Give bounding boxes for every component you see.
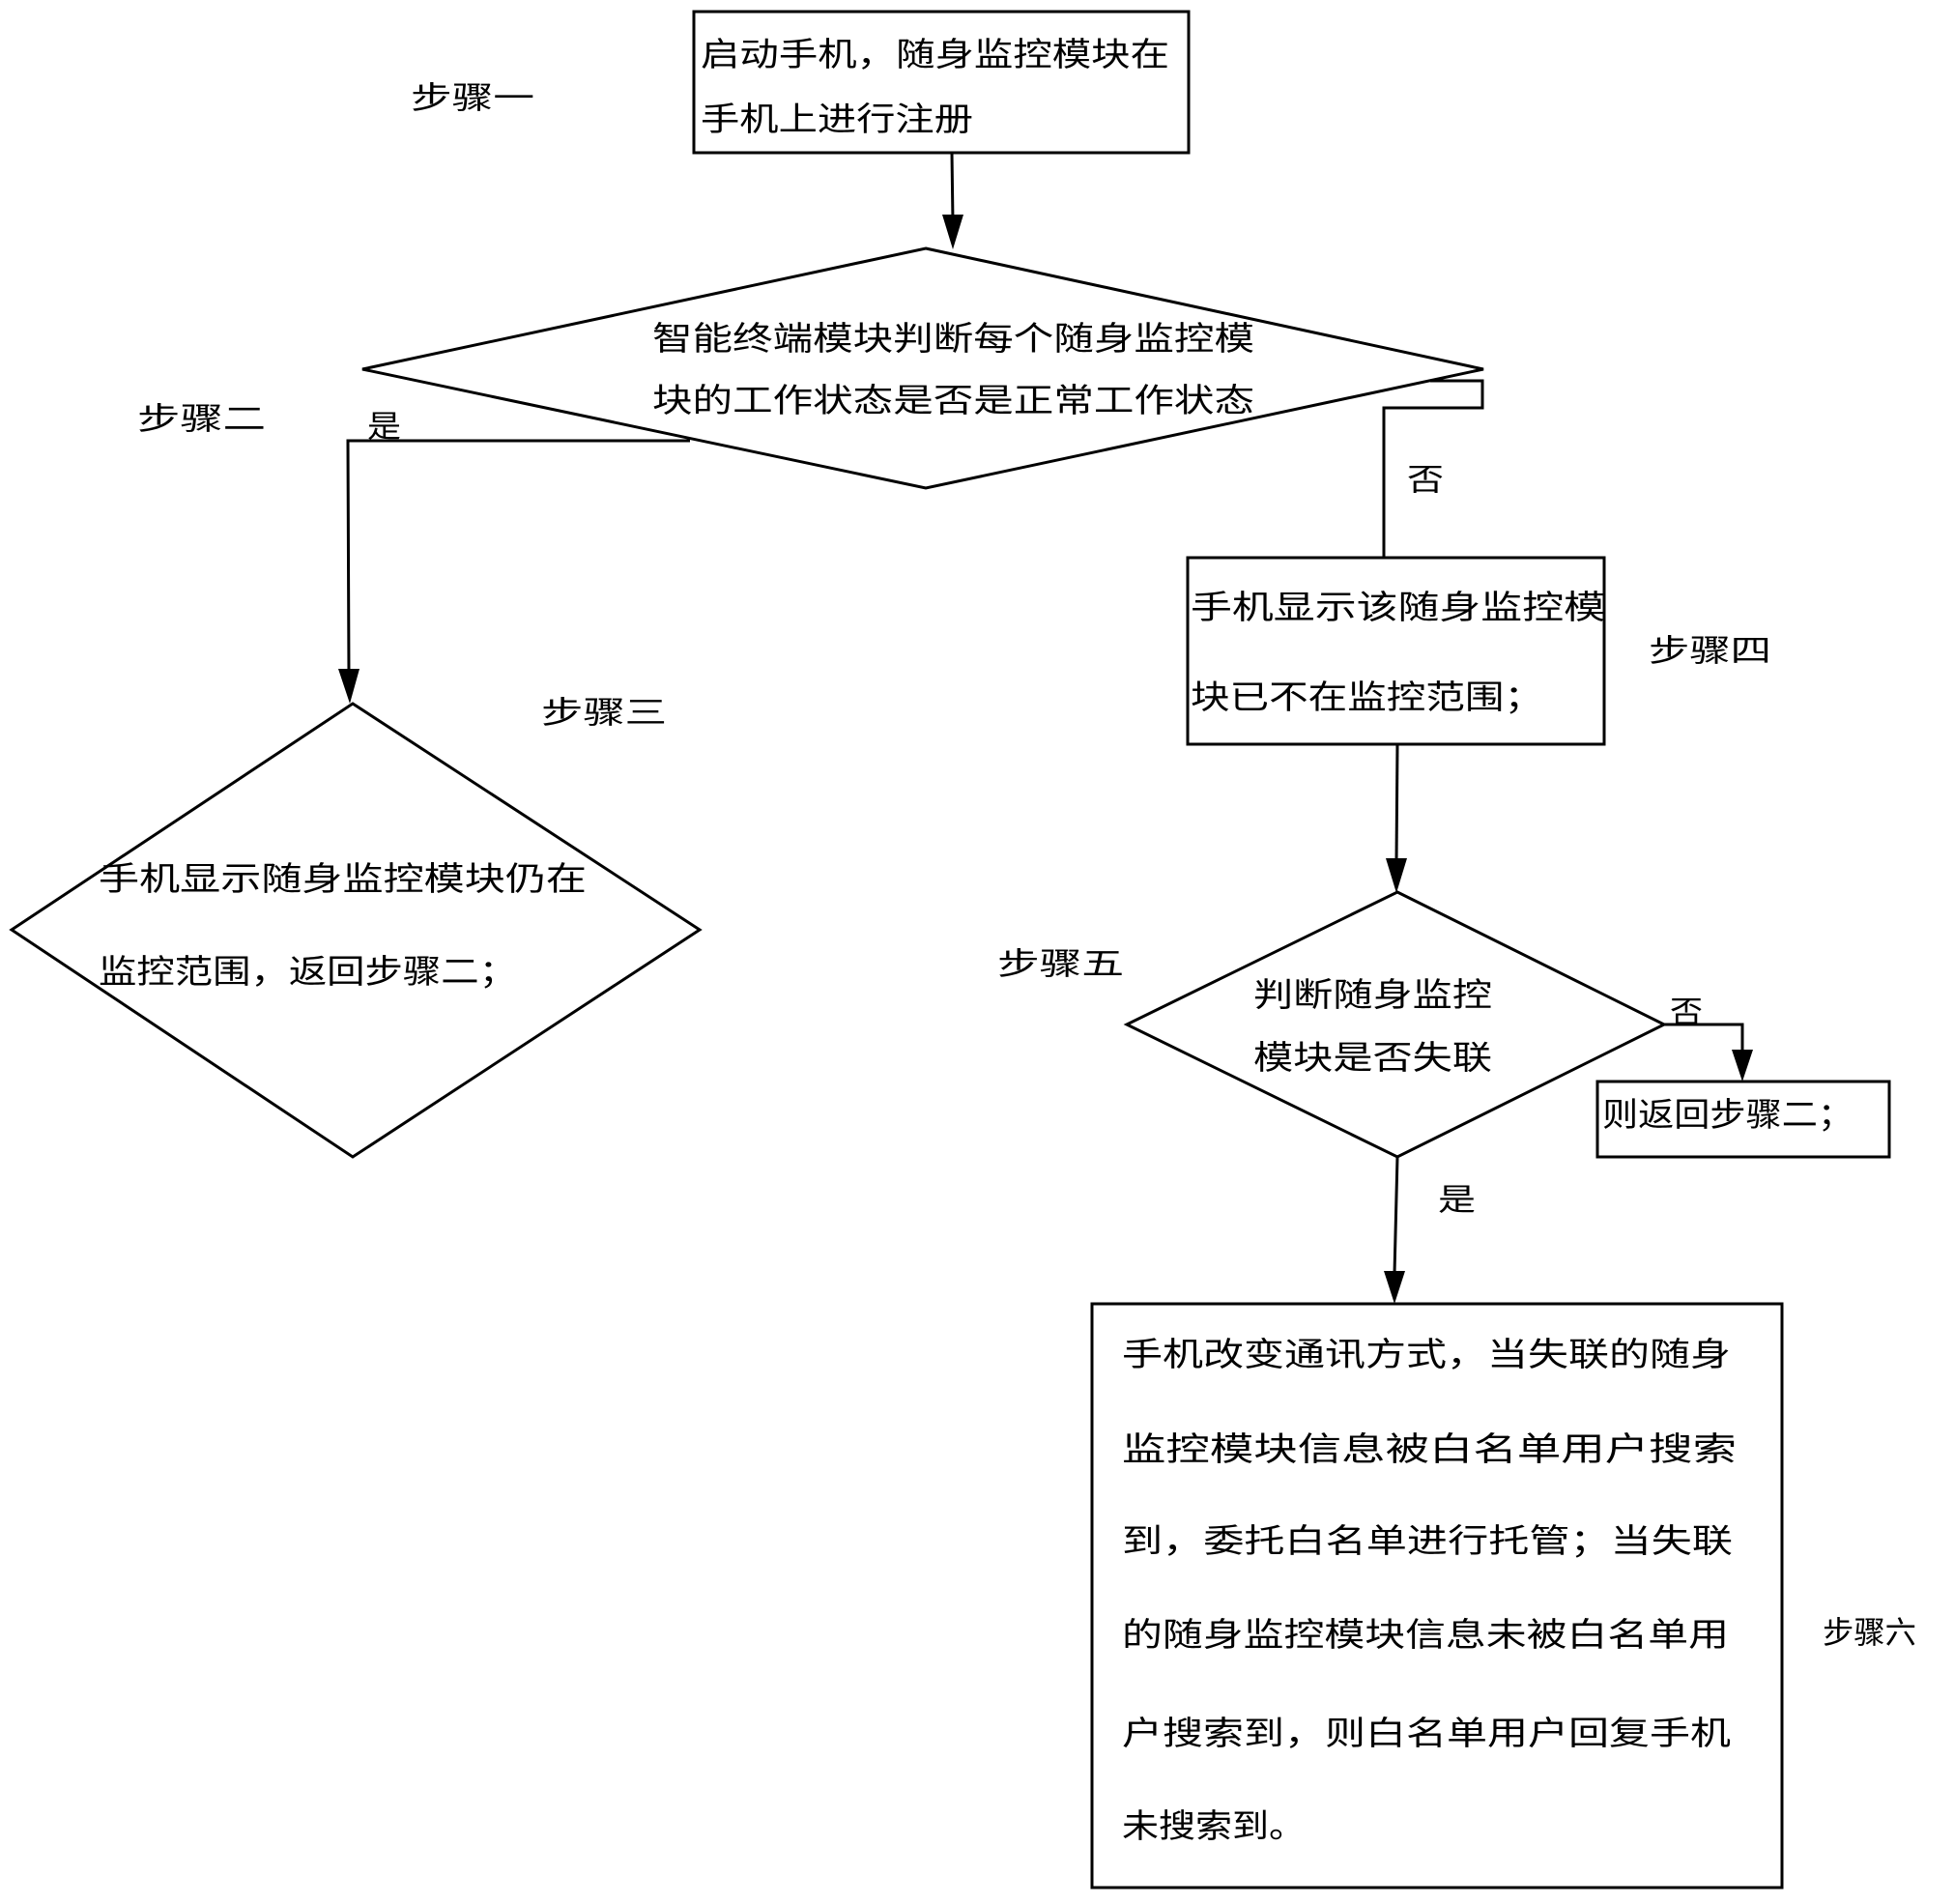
connector-lost-no: 否: [1664, 994, 1753, 1082]
decision-status-line-1: 智能终端模块判断每个随身监控模: [652, 320, 1254, 359]
out-of-range-line-2: 块已不在监控范围；: [1191, 678, 1543, 717]
step-label-1: 步骤一: [411, 79, 534, 116]
decision-status-border: [361, 246, 1484, 490]
arrow-head: [338, 669, 359, 704]
branch-label-status-yes: 是: [367, 408, 401, 445]
step-label-6: 步骤六: [1823, 1614, 1916, 1651]
start-box-line-2: 手机上进行注册: [701, 101, 973, 139]
out-of-range-line-1: 手机显示该随身监控模: [1191, 589, 1605, 627]
return-box: 则返回步骤二；: [1595, 1080, 1891, 1159]
connector-start-to-status: [942, 152, 963, 249]
step-label-2: 步骤二: [137, 400, 266, 437]
start-box: 启动手机，随身监控模块在 手机上进行注册: [692, 10, 1191, 155]
connector-status-no: 否: [1382, 379, 1484, 558]
whitelist-line-4: 的随身监控模块信息未被白名单用: [1122, 1616, 1729, 1655]
step-label-5: 步骤五: [997, 945, 1124, 982]
start-box-border: [692, 10, 1191, 155]
branch-label-lost-no: 否: [1670, 994, 1703, 1030]
decision-status-diamond: 智能终端模块判断每个随身监控模 块的工作状态是否是正常工作状态: [361, 246, 1484, 490]
whitelist-box-border: [1090, 1302, 1784, 1890]
return-box-border: [1595, 1080, 1891, 1159]
whitelist-line-1: 手机改变通讯方式，当失联的随身: [1122, 1336, 1731, 1374]
whitelist-line-3: 到，委托白名单进行托管；当失联: [1122, 1522, 1733, 1561]
in-range-line-1: 手机显示随身监控模块仍在: [99, 860, 587, 899]
whitelist-line-6: 未搜索到。: [1122, 1807, 1306, 1846]
out-of-range-box: 手机显示该随身监控模 块已不在监控范围；: [1186, 556, 1606, 746]
step-label-4: 步骤四: [1649, 632, 1771, 669]
start-box-line-1: 启动手机，随身监控模块在: [701, 36, 1169, 74]
out-of-range-border: [1186, 556, 1606, 746]
decision-lost-line-1: 判断随身监控: [1253, 976, 1492, 1015]
whitelist-line-5: 户搜索到，则白名单用户回复手机: [1122, 1715, 1731, 1753]
arrow-head: [1732, 1050, 1753, 1082]
in-range-line-2: 监控范围，返回步骤二；: [99, 953, 517, 992]
in-range-border: [9, 702, 703, 1159]
whitelist-box: 手机改变通讯方式，当失联的随身 监控模块信息被白名单用户搜索 到，委托白名单进行…: [1090, 1302, 1784, 1890]
step-label-3: 步骤三: [541, 694, 667, 731]
whitelist-line-2: 监控模块信息被白名单用户搜索: [1122, 1430, 1737, 1469]
decision-lost-line-2: 模块是否失联: [1253, 1039, 1492, 1078]
connector-status-yes: 是: [338, 408, 690, 704]
return-box-line-1: 则返回步骤二；: [1602, 1096, 1853, 1135]
connector-lost-yes: 是: [1384, 1156, 1476, 1304]
arrow-head: [1384, 1271, 1405, 1304]
connector-outrange-to-lost: [1386, 743, 1407, 893]
branch-label-lost-yes: 是: [1438, 1181, 1476, 1218]
arrow-head: [1386, 858, 1407, 893]
branch-label-status-no: 否: [1407, 461, 1444, 498]
decision-status-line-2: 块的工作状态是否是正常工作状态: [652, 382, 1254, 420]
arrow-head: [942, 215, 963, 249]
decision-lost-diamond: 判断随身监控 模块是否失联: [1123, 890, 1668, 1159]
in-range-diamond: 手机显示随身监控模块仍在 监控范围，返回步骤二；: [9, 702, 703, 1159]
decision-lost-border: [1123, 890, 1668, 1159]
